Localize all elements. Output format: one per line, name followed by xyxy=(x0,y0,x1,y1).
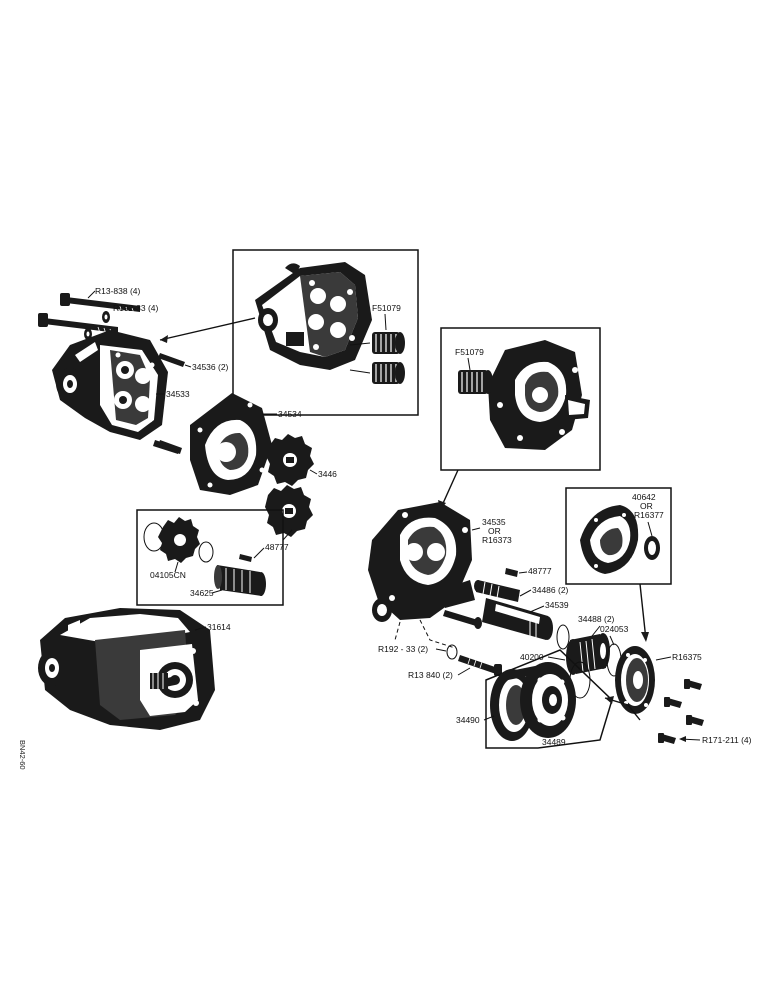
label-34536: 34536 (2) xyxy=(192,362,229,372)
washers-r192-33 xyxy=(84,311,110,340)
label-34539: 34539 xyxy=(545,600,569,610)
label-f51079-right: F51079 xyxy=(455,347,484,357)
screw-r13-840 xyxy=(458,655,502,676)
gear-plate-34534 xyxy=(190,393,272,495)
shaft-34625 xyxy=(214,565,266,596)
label-r192-33-2: R192 - 33 (2) xyxy=(378,644,428,654)
washer-r192-33-2 xyxy=(446,644,458,660)
label-31614: 31614 xyxy=(207,622,231,632)
inset-seal-plate-detail: 40642 OR R16377 xyxy=(565,487,672,585)
bushing-upper xyxy=(372,332,405,354)
label-34535-a: 34535 xyxy=(482,517,506,527)
bushing-lower xyxy=(372,362,405,384)
label-40642-b: OR xyxy=(640,501,653,511)
hub-34489 xyxy=(520,662,576,738)
seal-ring xyxy=(556,624,570,650)
inset-rear-housing-detail: F51079 xyxy=(440,327,601,471)
label-40200: 40200 xyxy=(520,652,544,662)
label-34533: 34533 xyxy=(166,389,190,399)
label-f51079-left: F51079 xyxy=(372,303,401,313)
dowel-pin xyxy=(158,440,182,454)
pump-assembly-31614 xyxy=(38,608,215,730)
housing-34535 xyxy=(368,502,475,622)
cap-screws-r13-838 xyxy=(38,293,140,336)
bushing-f51079-right xyxy=(458,370,493,394)
bolt-lower xyxy=(443,610,482,629)
shaft-34539 xyxy=(482,598,553,640)
inset-housing-detail: F51079 xyxy=(232,249,419,416)
label-r13-840: R13 840 (2) xyxy=(408,670,453,680)
label-34534: 34534 xyxy=(278,409,302,419)
key-48777 xyxy=(505,568,518,577)
label-34489: 34489 xyxy=(542,737,566,747)
label-04105cn: 04105CN xyxy=(150,570,186,580)
label-34486: 34486 (2) xyxy=(532,585,569,595)
label-34488: 34488 (2) xyxy=(578,614,615,624)
label-40642-a: 40642 xyxy=(632,492,656,502)
gear-upper-3446 xyxy=(266,434,314,486)
label-48777-left: 48777 xyxy=(265,542,289,552)
label-34625: 34625 xyxy=(190,588,214,598)
housing-34533 xyxy=(52,330,168,440)
shafts-34486 xyxy=(474,580,520,602)
figure-id: BN42-60 xyxy=(18,740,27,770)
screws-r171-211 xyxy=(658,679,704,744)
gear-lower-3446 xyxy=(265,485,313,537)
label-r192-33-4: R192-33 (4) xyxy=(113,303,159,313)
label-3446: 3446 xyxy=(318,469,337,479)
label-024053: 024053 xyxy=(600,624,629,634)
label-r171-211: R171-211 (4) xyxy=(702,735,752,745)
label-34535-c: R16373 xyxy=(482,535,512,545)
inset-gear-shaft-detail: 04105CN 34625 xyxy=(136,509,284,606)
inset-flywheel-detail xyxy=(485,649,613,749)
cover-plate-r16375 xyxy=(615,646,655,714)
label-34490: 34490 xyxy=(456,715,480,725)
label-r16375: R16375 xyxy=(672,652,702,662)
label-48777-right: 48777 xyxy=(528,566,552,576)
label-40642-c: R16377 xyxy=(634,510,664,520)
label-34535-b: OR xyxy=(488,526,501,536)
label-r13-838: R13-838 (4) xyxy=(95,286,141,296)
